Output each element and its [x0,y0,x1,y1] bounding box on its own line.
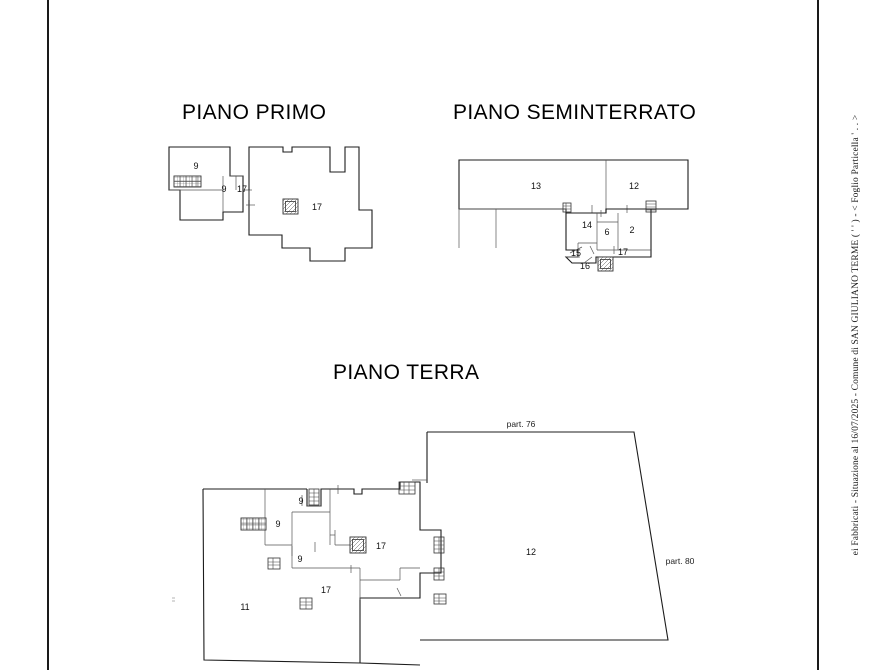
page-frame-left-rule [47,0,49,670]
cadastral-footer-text: ei Fabbricati - Situazione al 16/07/2025… [850,114,861,556]
document-footer-strip: ei Fabbricati - Situazione al 16/07/2025… [818,0,893,670]
plan-title-piano-terra: PIANO TERRA [333,361,480,384]
plan-title-piano-seminterrato: PIANO SEMINTERRATO [453,101,697,124]
piano-seminterrato-geometry [458,159,689,272]
parcel-annotation: part. 76 [506,419,536,429]
page-frame-right-rule [817,0,819,670]
piano-terra-geometry [172,431,669,666]
parcel-annotation: part. 80 [665,556,695,566]
piano-primo-geometry [168,146,373,262]
plan-title-piano-primo: PIANO PRIMO [182,101,327,124]
